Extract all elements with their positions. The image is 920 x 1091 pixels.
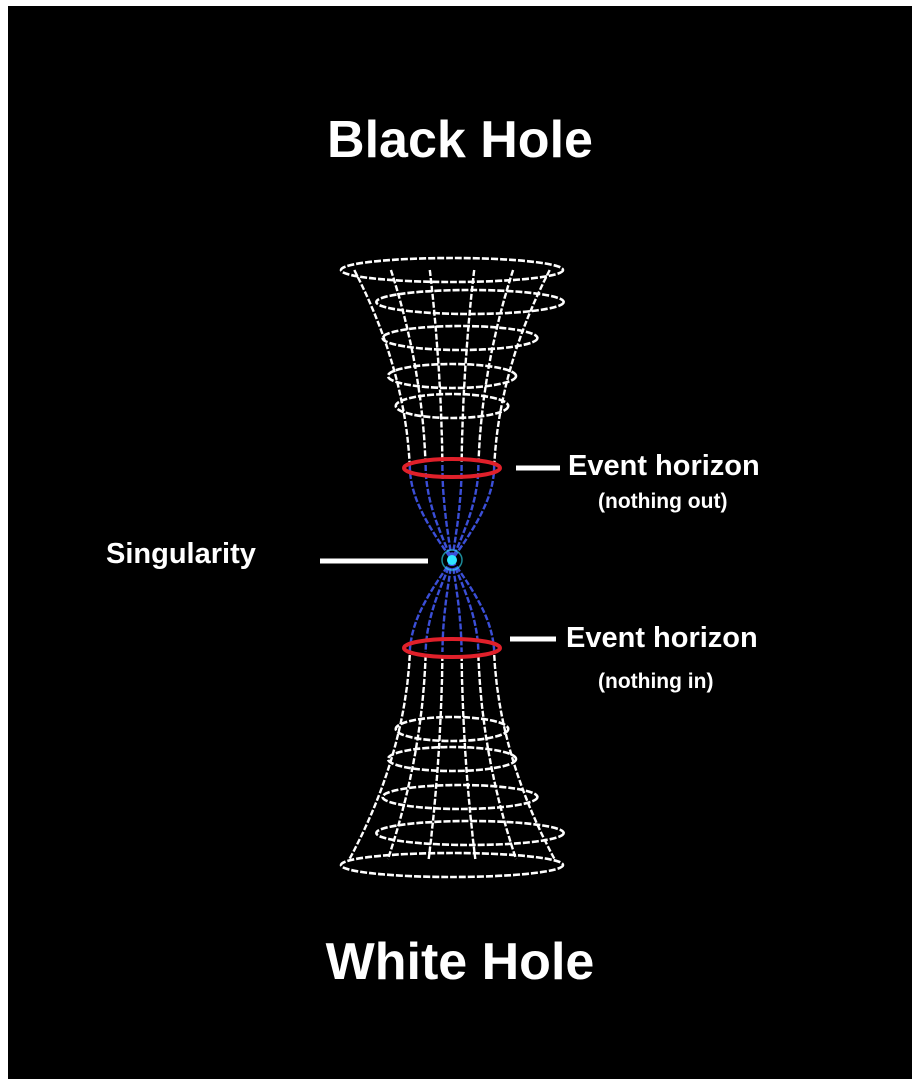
grid-meridian bbox=[453, 464, 496, 558]
grid-meridian bbox=[427, 654, 444, 860]
singularity-glow bbox=[441, 549, 463, 571]
title-black-hole: Black Hole bbox=[327, 111, 593, 169]
grid-meridian bbox=[386, 654, 427, 860]
title-white-hole: White Hole bbox=[325, 933, 595, 991]
grid-meridian bbox=[493, 654, 556, 860]
grid-meridian bbox=[408, 464, 451, 558]
grid-ring-bottom bbox=[394, 715, 510, 743]
grid-meridian bbox=[450, 559, 463, 653]
event-horizon-ring bbox=[402, 637, 502, 659]
grid-meridian bbox=[428, 269, 444, 463]
grid-ring-top bbox=[386, 362, 518, 390]
event-horizon-in-label: Event horizon bbox=[566, 622, 758, 654]
grid-meridian bbox=[451, 465, 463, 558]
event-horizon-ring bbox=[402, 457, 502, 479]
grid-meridian bbox=[450, 559, 480, 653]
grid-meridian bbox=[451, 559, 496, 653]
grid-ring-top bbox=[339, 256, 565, 284]
grid-meridian bbox=[424, 559, 454, 653]
grid-meridian bbox=[353, 269, 411, 463]
grid-ring-top bbox=[394, 392, 510, 420]
event-horizon-in-note: (nothing in) bbox=[598, 670, 714, 693]
singularity-point bbox=[447, 555, 457, 565]
grid-meridian bbox=[493, 269, 551, 463]
grid-ring-bottom bbox=[375, 819, 565, 847]
grid-meridian bbox=[460, 654, 477, 860]
grid-ring-top bbox=[381, 324, 539, 352]
grid-ring-bottom bbox=[386, 745, 518, 773]
grid-meridian bbox=[477, 269, 515, 463]
grid-meridian bbox=[441, 559, 454, 653]
grid-meridian bbox=[389, 269, 427, 463]
grid-ring-bottom bbox=[381, 783, 539, 811]
event-horizon-out-note: (nothing out) bbox=[598, 490, 728, 513]
grid-meridian bbox=[460, 269, 476, 463]
grid-meridian bbox=[408, 559, 453, 653]
event-horizon-out-label: Event horizon bbox=[568, 450, 760, 482]
grid-meridian bbox=[441, 465, 453, 558]
singularity-label: Singularity bbox=[106, 538, 256, 570]
grid-meridian bbox=[477, 654, 518, 860]
grid-meridian bbox=[348, 654, 411, 860]
grid-ring-bottom bbox=[339, 851, 565, 879]
